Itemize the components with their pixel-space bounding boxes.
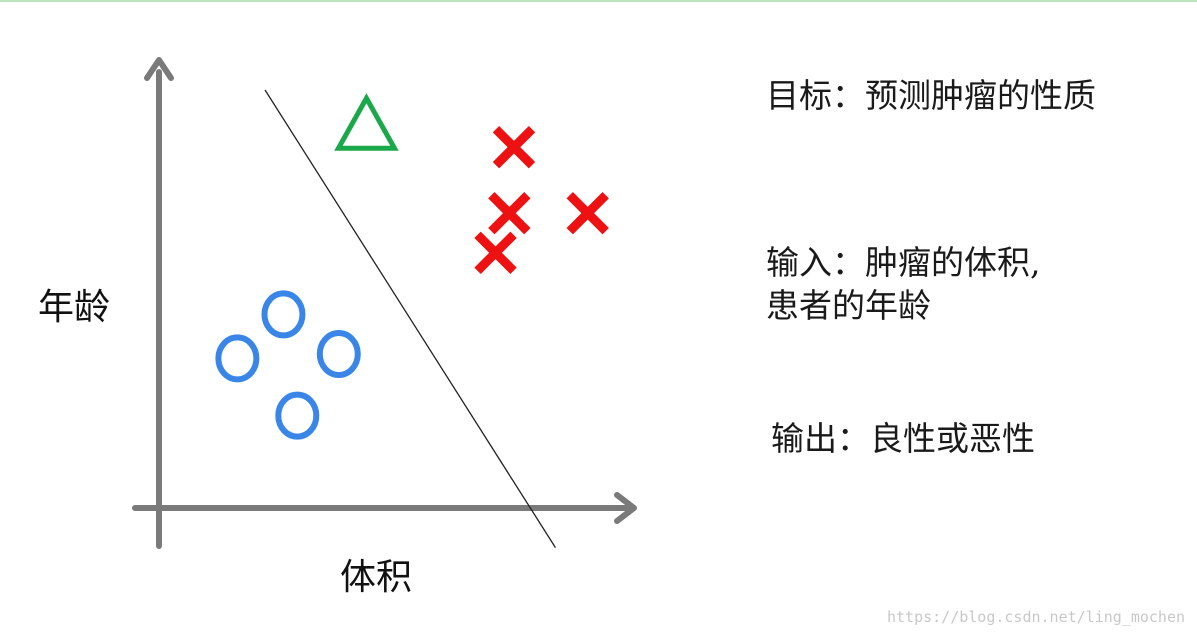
goal-line: 目标：预测肿瘤的性质	[766, 76, 1096, 115]
y-axis-arrowhead	[144, 57, 174, 81]
output-line: 输出：良性或恶性	[771, 419, 1035, 458]
cross-marker-4	[474, 231, 517, 274]
top-border	[0, 0, 1197, 2]
decision-boundary-line	[264, 89, 557, 548]
cross-marker-3	[566, 192, 609, 235]
circle-marker-1	[261, 290, 306, 339]
data-points	[215, 93, 609, 440]
circle-marker-3	[316, 330, 361, 378]
input-text: 输入：肿瘤的体积, 患者的年龄	[766, 241, 1041, 327]
goal-text: 目标：预测肿瘤的性质	[766, 74, 1096, 117]
circle-marker-2	[215, 334, 260, 383]
input-line-2: 患者的年龄	[766, 286, 931, 325]
input-line-1: 输入：肿瘤的体积,	[766, 243, 1041, 282]
circle-marker-4	[275, 391, 320, 440]
triangle-marker-1	[334, 93, 399, 151]
cross-marker-2	[488, 192, 531, 235]
axes	[132, 57, 637, 549]
y-axis-label: 年龄	[38, 287, 111, 328]
cross-marker-1	[492, 126, 536, 169]
watermark-url: https://blog.csdn.net/ling_mochen	[886, 608, 1185, 626]
output-text: 输出：良性或恶性	[771, 417, 1035, 460]
x-axis-label: 体积	[340, 557, 413, 598]
x-axis-arrowhead	[614, 492, 637, 524]
